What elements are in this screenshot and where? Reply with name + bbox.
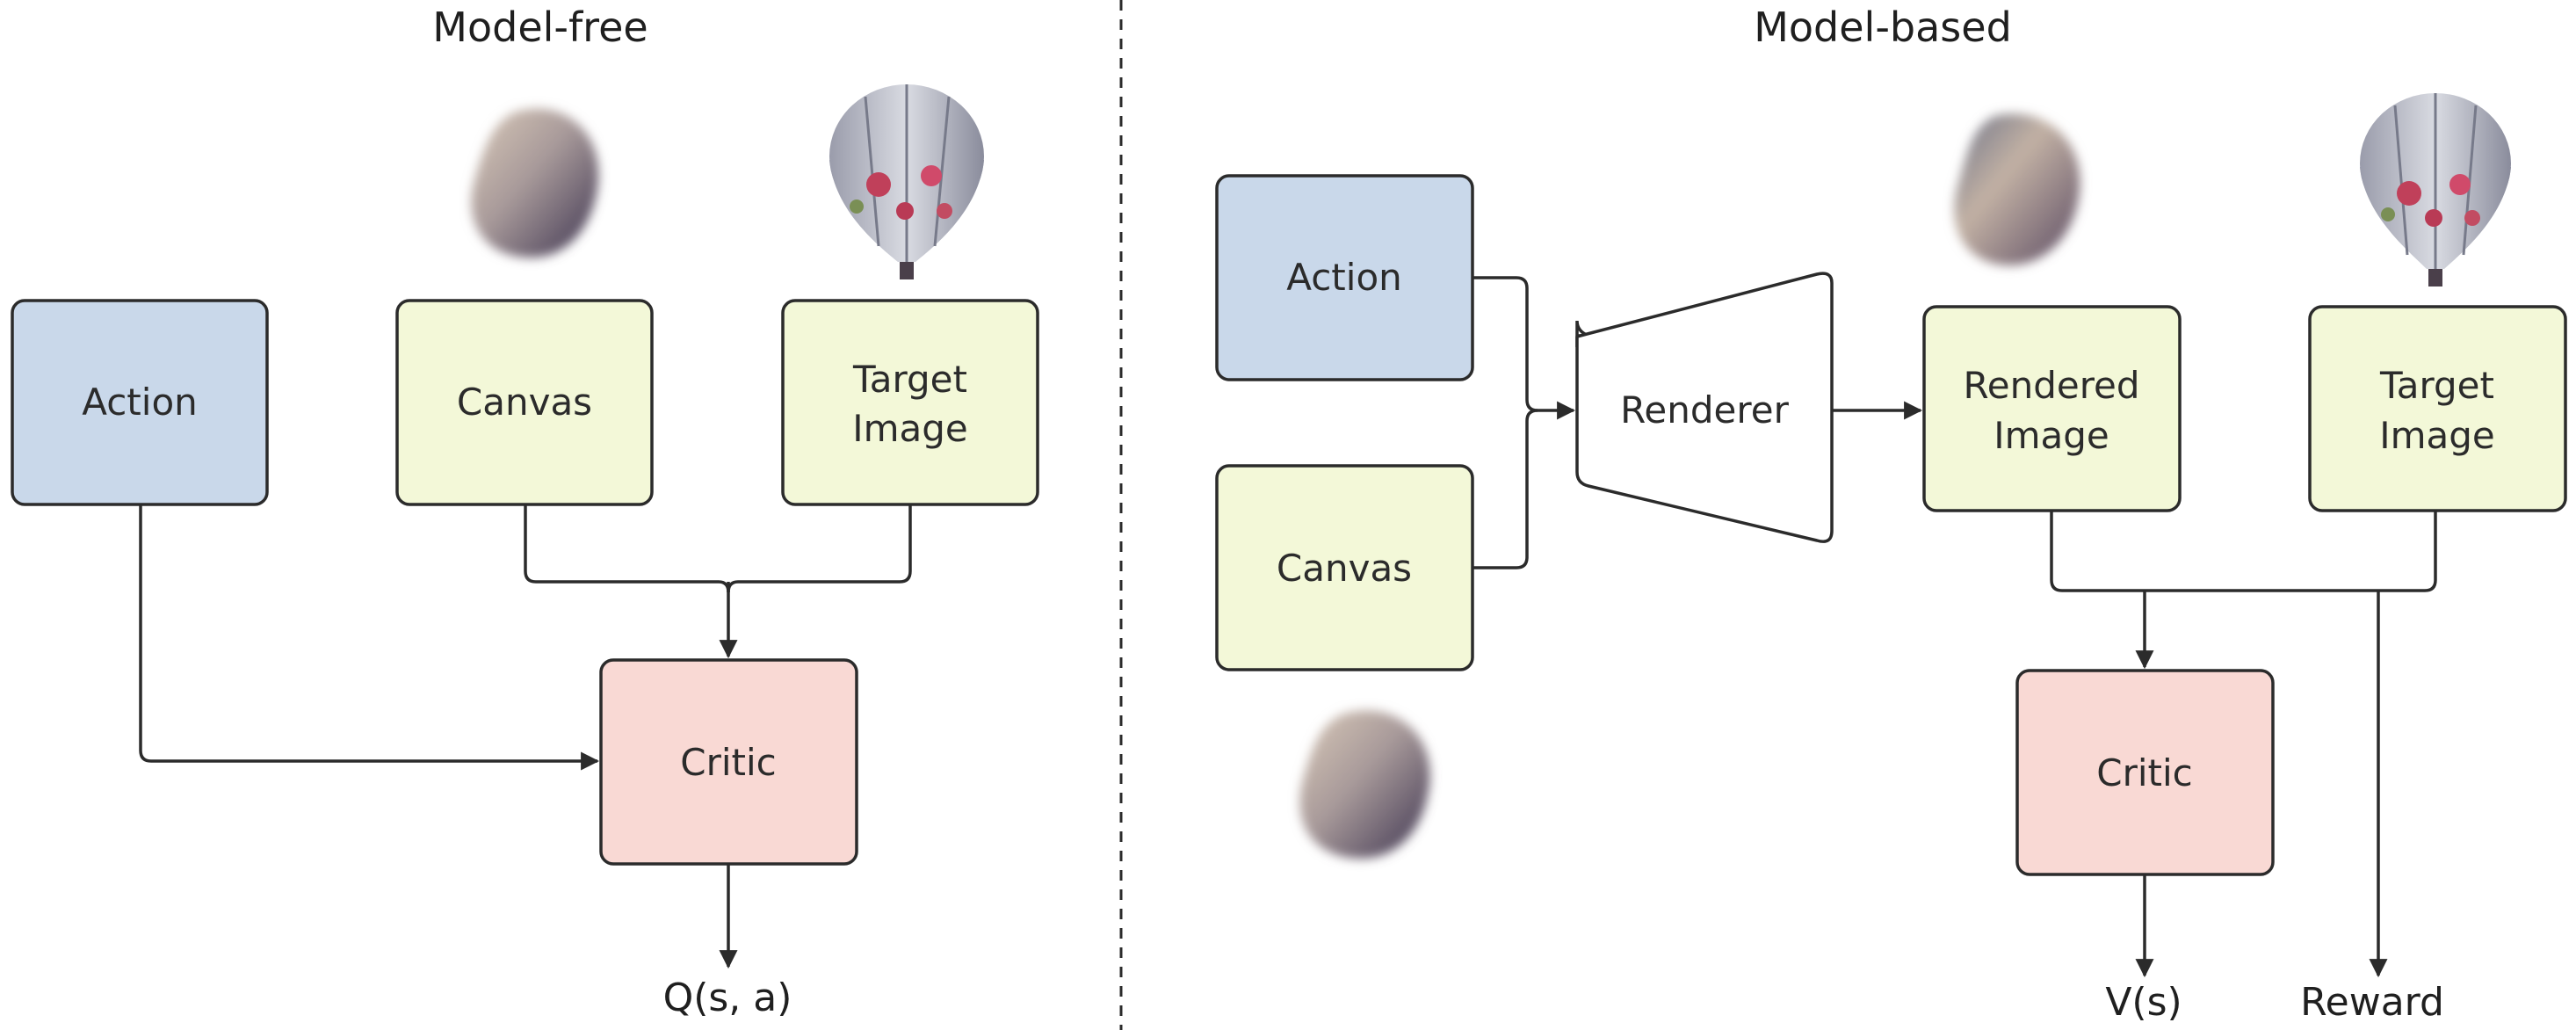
mb-canvas-connector	[1473, 409, 1538, 569]
mb-target-box	[2308, 305, 2567, 512]
mb-canvas-label: Canvas	[1277, 547, 1412, 590]
mb-value-output-label: V(s)	[2105, 980, 2182, 1025]
mb-reward-output-label: Reward	[2300, 980, 2444, 1025]
mf-critic-label: Critic	[680, 741, 777, 784]
mf-target-label-line1: Target	[852, 358, 967, 401]
mb-target-label-line1: Target	[2379, 364, 2494, 407]
model-based-title: Model-based	[1754, 4, 2012, 51]
mf-action-arrow	[139, 504, 600, 771]
mb-critic-label: Critic	[2096, 751, 2193, 794]
mf-canvas-label: Canvas	[457, 381, 592, 424]
target-balloon-image	[829, 84, 984, 279]
canvas-thumbnail-image	[471, 108, 599, 258]
mb-rendered-box	[1922, 305, 2182, 512]
mf-action-label: Action	[82, 381, 198, 424]
mb-action-label: Action	[1286, 256, 1402, 299]
target-balloon-image-2	[2360, 93, 2511, 287]
mf-target-connector	[727, 504, 912, 593]
mb-renderer-label: Renderer	[1620, 388, 1789, 432]
mf-target-label-line2: Image	[852, 407, 968, 450]
mf-output-label: Q(s, a)	[663, 976, 792, 1020]
mb-rendered-label-line2: Image	[1994, 414, 2109, 457]
model-free-title: Model-free	[432, 4, 648, 51]
mf-target-box	[781, 299, 1039, 506]
mb-rendered-label-line1: Rendered	[1963, 364, 2139, 407]
mf-canvas-connector	[524, 504, 730, 593]
mb-target-label-line2: Image	[2379, 414, 2495, 457]
mb-rendered-down	[2050, 511, 2437, 592]
rendered-thumbnail-image	[1954, 113, 2080, 265]
mb-action-connector	[1473, 276, 1576, 420]
mb-renderer-trapezoid	[1575, 272, 1834, 543]
mb-canvas-thumbnail-image	[1299, 710, 1430, 859]
